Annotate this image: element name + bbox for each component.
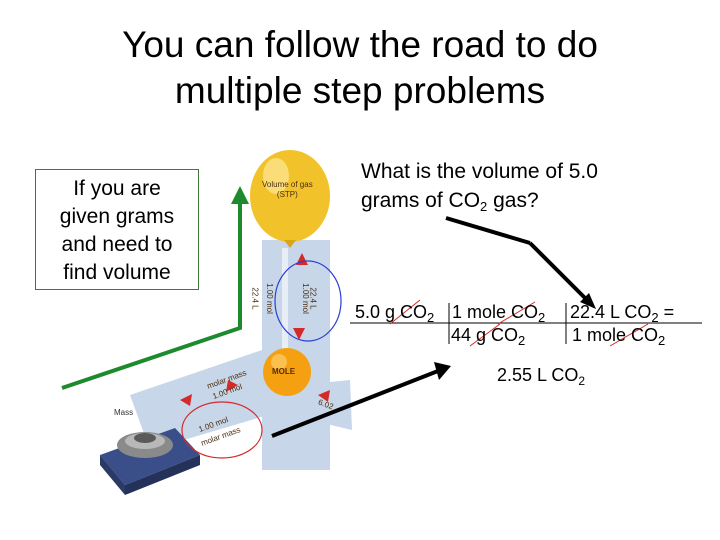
mass-label: Mass bbox=[114, 408, 134, 417]
start-quantity: 5.0 g CO2 bbox=[355, 302, 435, 325]
factor-2-denominator: 1 mole CO2 bbox=[572, 325, 666, 348]
blue-highlight-circle bbox=[274, 260, 342, 342]
slide-title: You can follow the road to do multiple s… bbox=[0, 22, 720, 114]
mole-sphere-icon bbox=[263, 348, 311, 396]
road-up-left-label-2: 1.00 mol bbox=[264, 283, 274, 314]
given-box-line-2: given grams bbox=[59, 205, 175, 228]
question-line-2: grams of CO2 gas? bbox=[361, 189, 539, 214]
balance-scale-icon bbox=[100, 428, 200, 495]
given-box-line-4: find volume bbox=[63, 261, 171, 284]
cancel-mark-grams-2 bbox=[469, 323, 501, 347]
cancel-mark-mole-2 bbox=[609, 323, 649, 347]
question-text: What is the volume of 5.0 grams of CO2 g… bbox=[361, 157, 598, 215]
factor-2-numerator: 22.4 L CO2 = bbox=[570, 302, 675, 325]
balloon-icon bbox=[250, 150, 330, 248]
title-line-2: multiple step problems bbox=[174, 70, 546, 111]
answer-text: 2.55 L CO2 bbox=[497, 365, 586, 388]
factor-1-denominator: 44 g CO2 bbox=[451, 325, 526, 348]
balloon-label: Volume of gas (STP) bbox=[262, 180, 313, 199]
road-network bbox=[130, 240, 352, 470]
given-box-line-1: If you are bbox=[73, 177, 161, 200]
cancel-mark-mole-1 bbox=[497, 301, 536, 325]
black-arrow-from-factor bbox=[445, 216, 531, 245]
road-up-right-label-2: 22.4 L bbox=[308, 287, 318, 310]
mole-label: MOLE bbox=[272, 367, 296, 376]
black-arrow-to-answer bbox=[271, 362, 451, 438]
given-box-line-3: and need to bbox=[61, 233, 173, 256]
factor-1-numerator: 1 mole CO2 bbox=[452, 302, 546, 325]
red-highlight-circle bbox=[181, 401, 263, 459]
black-arrow-to-factor bbox=[528, 241, 596, 309]
green-path-arrow bbox=[61, 186, 249, 390]
given-grams-box: If you are given grams and need to find … bbox=[35, 169, 199, 290]
road-up-left-label-1: 22.4 L bbox=[250, 287, 260, 310]
cancel-mark-grams-1 bbox=[389, 299, 421, 325]
question-line-1: What is the volume of 5.0 bbox=[361, 160, 598, 183]
title-line-1: You can follow the road to do bbox=[122, 24, 598, 65]
